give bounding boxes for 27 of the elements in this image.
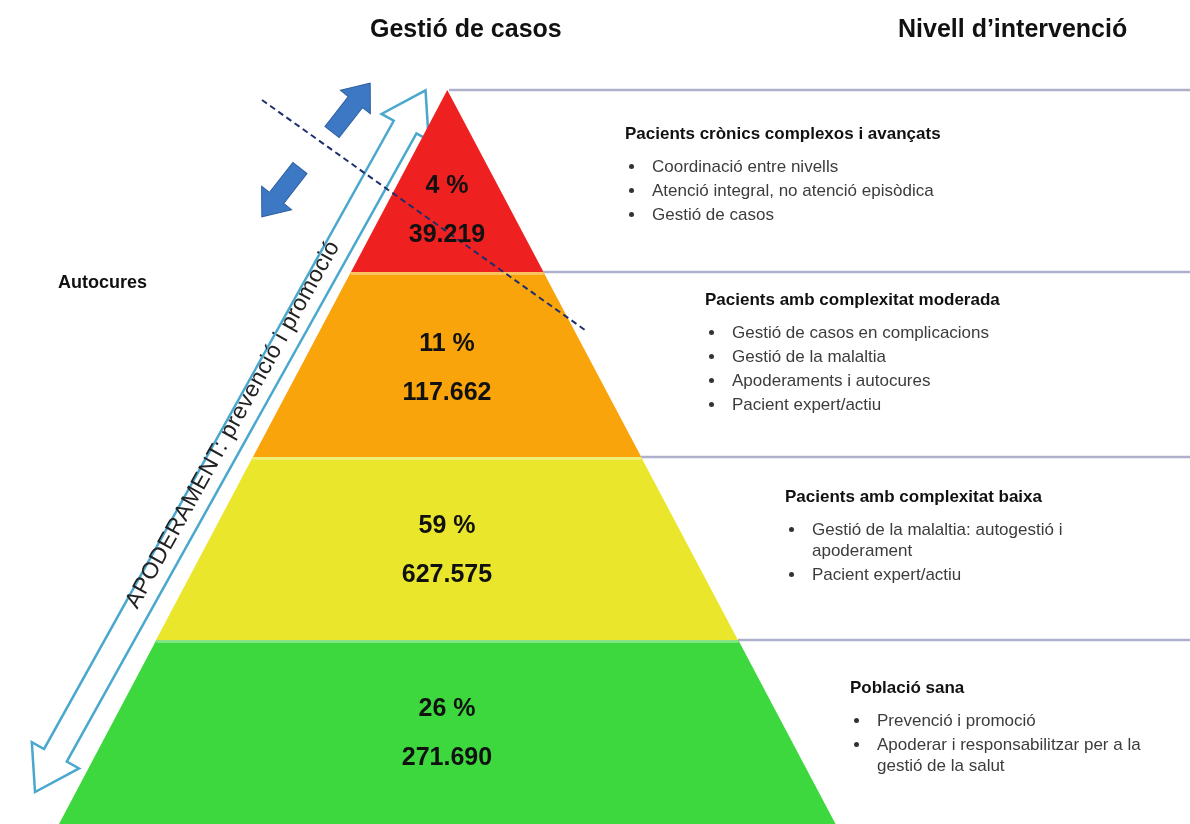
count-text: 271.690 [401, 744, 493, 769]
bullet-text: Apoderar i responsabilitzar per a la gestió de la salut [877, 734, 1142, 776]
panel-heading: Població sana [850, 678, 966, 698]
bullet-text: Pacient expert/actiu [812, 564, 962, 585]
bullet-text: Gestió de la malaltia [732, 346, 887, 367]
pyramid-tier [58, 640, 836, 824]
bullet-text: Atenció integral, no atenció episòdica [652, 180, 934, 201]
panel-heading: Pacients amb complexitat moderada [705, 290, 1001, 310]
bullet-text: Coordinació entre nivells [652, 156, 839, 177]
bullet-text: Prevenció i promoció [877, 710, 1036, 731]
column-heading: Gestió de casos [370, 14, 562, 43]
bullet-text: Gestió de la malaltia: autogestió i apoderament [812, 519, 1064, 561]
side-label: Autocures [58, 272, 147, 293]
bullet-text: Pacient expert/actiu [732, 394, 882, 415]
bullet-text: Gestió de casos [652, 204, 774, 225]
count-text: 627.575 [401, 561, 493, 586]
percentage-text: 26 % [418, 695, 476, 720]
panel-heading: Pacients amb complexitat baixa [785, 487, 1043, 507]
count-text: 117.662 [402, 379, 492, 404]
column-heading: Nivell d’intervenció [898, 14, 1128, 43]
bullet-text: Gestió de casos en complicacions [732, 322, 990, 343]
percentage-text: 11 % [419, 330, 475, 355]
bullet-text: Apoderaments i autocures [732, 370, 931, 391]
percentage-text: 59 % [418, 512, 476, 537]
percentage-text: 4 % [425, 172, 469, 197]
count-text: 39.219 [408, 221, 486, 246]
panel-heading: Pacients crònics complexos i avançats [625, 124, 942, 144]
